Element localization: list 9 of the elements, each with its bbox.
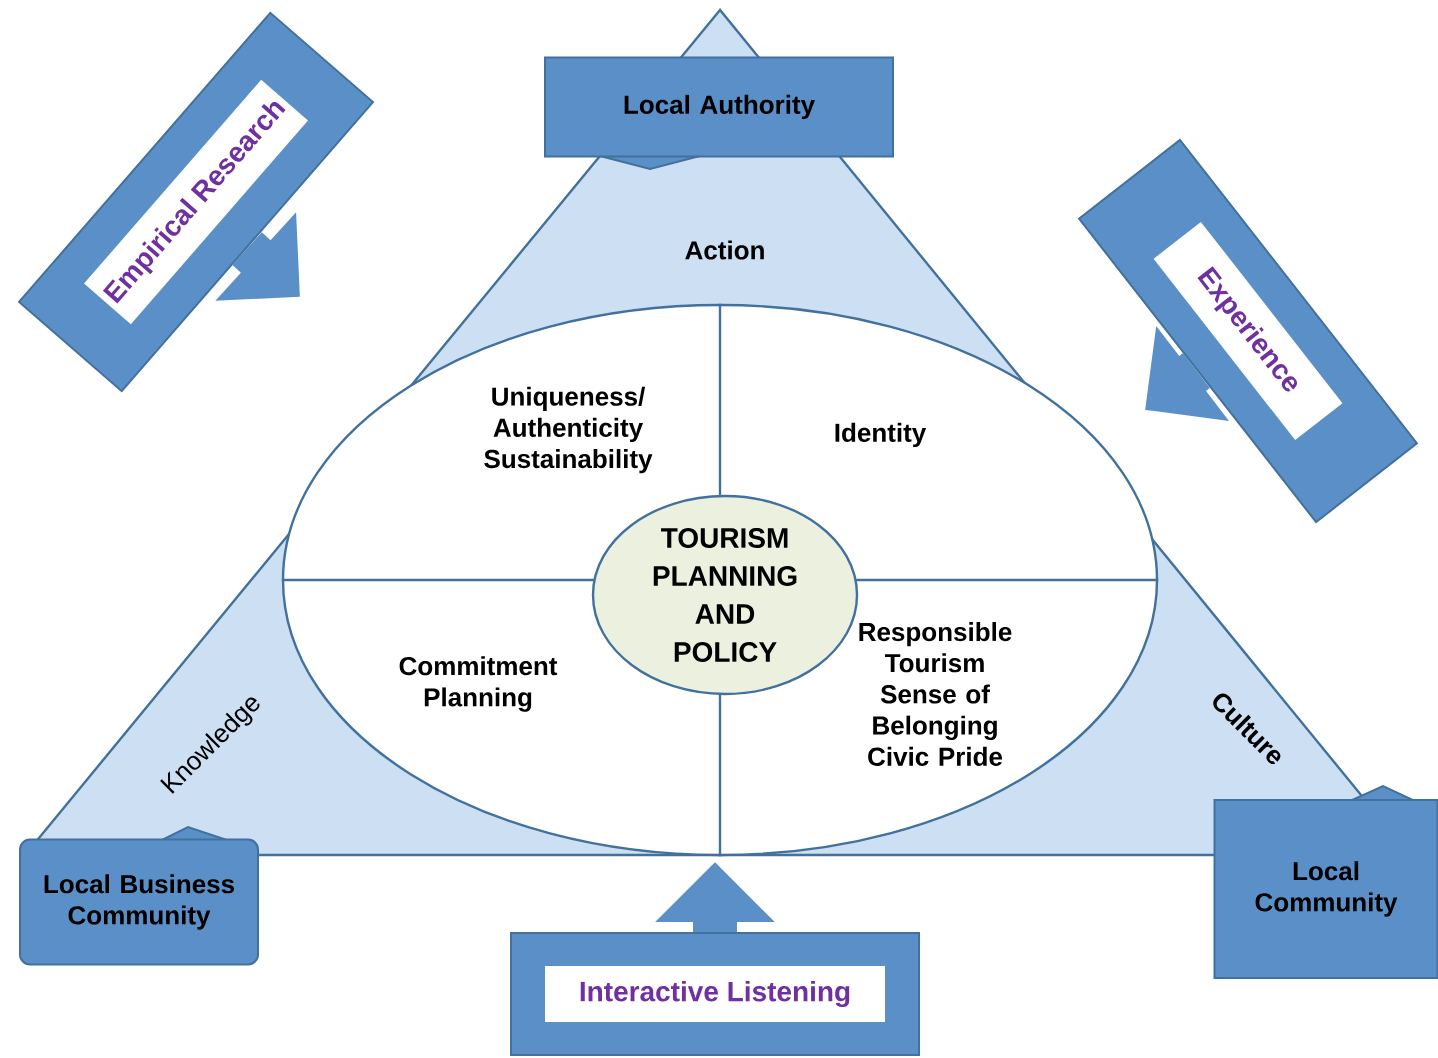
corner-label: Action [685, 240, 764, 260]
callout-box: Local Authority [544, 56, 894, 171]
quadrant-label: Identity [835, 422, 927, 448]
quadrant-label: Commitment Planning [399, 656, 558, 712]
arrow-label-box: Interactive Listening [510, 932, 920, 1056]
callout-box: Local Community [1213, 784, 1438, 979]
quadrant-label: Uniqueness/ Authenticity Sustainability [484, 386, 653, 474]
quadrant-label: Responsible Tourism Sense of Belonging Civic Pride [859, 622, 1012, 766]
callout-box: Local Business Community [19, 825, 259, 966]
